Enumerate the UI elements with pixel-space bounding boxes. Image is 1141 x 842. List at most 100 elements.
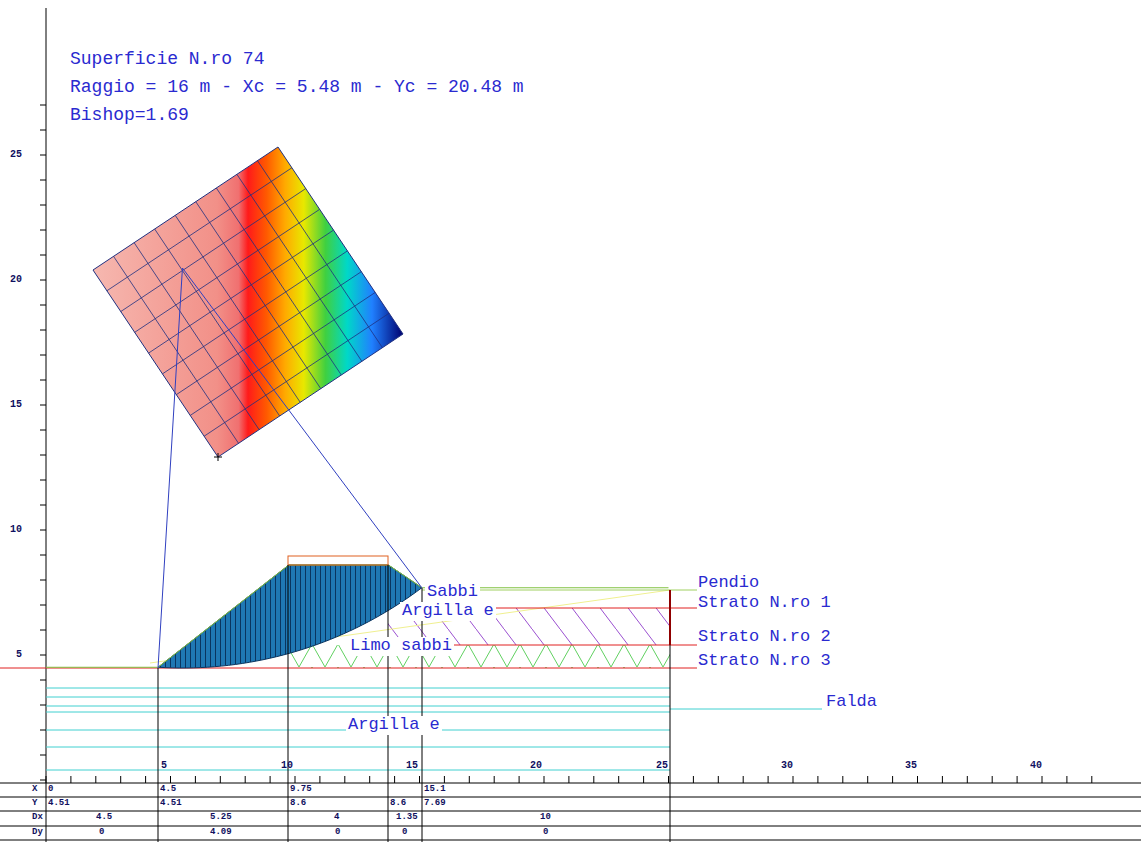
y-tick bbox=[40, 505, 46, 506]
table-cell: 9.75 bbox=[290, 785, 312, 795]
y-tick bbox=[40, 555, 46, 556]
x-tick bbox=[469, 776, 470, 783]
y-tick bbox=[40, 755, 46, 756]
x-tick bbox=[1042, 776, 1043, 783]
layer-tag: Pendio bbox=[698, 574, 759, 593]
x-tick bbox=[46, 776, 47, 783]
table-cell: 5.25 bbox=[210, 813, 232, 823]
section-line bbox=[288, 565, 289, 842]
y-tick bbox=[40, 605, 46, 606]
y-tick bbox=[40, 630, 46, 631]
axis-tick: 15 bbox=[10, 399, 22, 410]
x-tick bbox=[245, 776, 246, 783]
y-tick bbox=[40, 305, 46, 306]
table-cell: 4.5 bbox=[96, 813, 112, 823]
water-leader bbox=[670, 709, 822, 710]
grid-line bbox=[155, 229, 280, 416]
axis-tick: 10 bbox=[281, 760, 293, 771]
y-tick bbox=[40, 255, 46, 256]
x-tick bbox=[768, 776, 769, 783]
x-tick bbox=[992, 776, 993, 783]
y-tick bbox=[40, 455, 46, 456]
x-tick bbox=[544, 776, 545, 783]
x-tick bbox=[270, 776, 271, 783]
radius-line bbox=[182, 268, 422, 588]
grid-line bbox=[135, 209, 320, 332]
y-tick bbox=[40, 280, 46, 281]
x-tick bbox=[195, 776, 196, 783]
grid-line bbox=[121, 189, 306, 312]
table-cell: 7.69 bbox=[424, 799, 446, 809]
grid-line bbox=[176, 272, 361, 395]
x-tick bbox=[643, 776, 644, 783]
table-cell: 4.51 bbox=[160, 799, 182, 809]
table-cell: 4.51 bbox=[48, 799, 70, 809]
layer-name: Sabbi bbox=[425, 583, 480, 602]
grid-line bbox=[134, 243, 259, 430]
title-line: Raggio = 16 m - Xc = 5.48 m - Yc = 20.48… bbox=[70, 78, 524, 98]
x-tick bbox=[842, 776, 843, 783]
table-cell: 4.09 bbox=[210, 828, 232, 838]
layer-name: Limo sabbi bbox=[348, 637, 454, 656]
section-line bbox=[158, 668, 159, 842]
x-tick bbox=[1091, 776, 1092, 783]
x-tick bbox=[369, 776, 370, 783]
grid-line bbox=[204, 313, 389, 436]
x-tick bbox=[220, 776, 221, 783]
boundary bbox=[669, 590, 671, 645]
layer-hatch bbox=[290, 645, 670, 668]
x-tick bbox=[170, 776, 171, 783]
grid-line bbox=[196, 202, 321, 389]
x-tick bbox=[693, 776, 694, 783]
table-cell: 0 bbox=[48, 785, 53, 795]
title-line: Superficie N.ro 74 bbox=[70, 50, 264, 70]
grid-line bbox=[216, 188, 341, 375]
layer-tag: Strato N.ro 3 bbox=[698, 652, 831, 671]
x-tick bbox=[743, 776, 744, 783]
water-line bbox=[46, 747, 670, 748]
title-line: Bishop=1.69 bbox=[70, 106, 189, 126]
grid-line bbox=[149, 230, 334, 353]
axis-tick: 25 bbox=[656, 760, 668, 771]
y-tick bbox=[40, 230, 46, 231]
layer-tag: Strato N.ro 1 bbox=[698, 594, 831, 613]
grid-origin bbox=[218, 453, 219, 461]
grid-line bbox=[175, 215, 300, 402]
x-tick bbox=[892, 776, 893, 783]
table-cell: 15.1 bbox=[424, 785, 446, 795]
radius-line bbox=[158, 268, 182, 668]
y-axis bbox=[46, 8, 47, 842]
layer-name: Argilla e bbox=[400, 602, 496, 621]
y-tick bbox=[40, 530, 46, 531]
y-tick bbox=[40, 155, 46, 156]
x-tick bbox=[618, 776, 619, 783]
table-rule bbox=[0, 783, 1141, 784]
grid-line bbox=[107, 168, 292, 291]
section-line bbox=[388, 565, 389, 842]
table-cell: 4.5 bbox=[160, 785, 176, 795]
y-tick bbox=[40, 730, 46, 731]
x-tick bbox=[593, 776, 594, 783]
y-tick bbox=[40, 380, 46, 381]
y-tick bbox=[40, 480, 46, 481]
layer-name: Argilla e bbox=[346, 716, 442, 735]
y-tick bbox=[40, 430, 46, 431]
table-cell: 8.6 bbox=[390, 799, 406, 809]
water-line bbox=[46, 697, 670, 698]
grid-line bbox=[114, 256, 239, 443]
surcharge-load bbox=[288, 556, 388, 565]
water-line bbox=[46, 770, 670, 771]
x-tick bbox=[942, 776, 943, 783]
x-tick bbox=[95, 776, 96, 783]
y-tick bbox=[40, 105, 46, 106]
x-tick bbox=[444, 776, 445, 783]
axis-tick: 25 bbox=[10, 149, 22, 160]
axis-tick: 10 bbox=[10, 524, 22, 535]
table-cell: 0 bbox=[99, 828, 104, 838]
grid-line bbox=[162, 251, 347, 374]
layer-tag: Falda bbox=[826, 693, 877, 712]
table-cell: X bbox=[32, 785, 37, 795]
x-tick bbox=[917, 776, 918, 783]
table-rule bbox=[0, 797, 1141, 798]
